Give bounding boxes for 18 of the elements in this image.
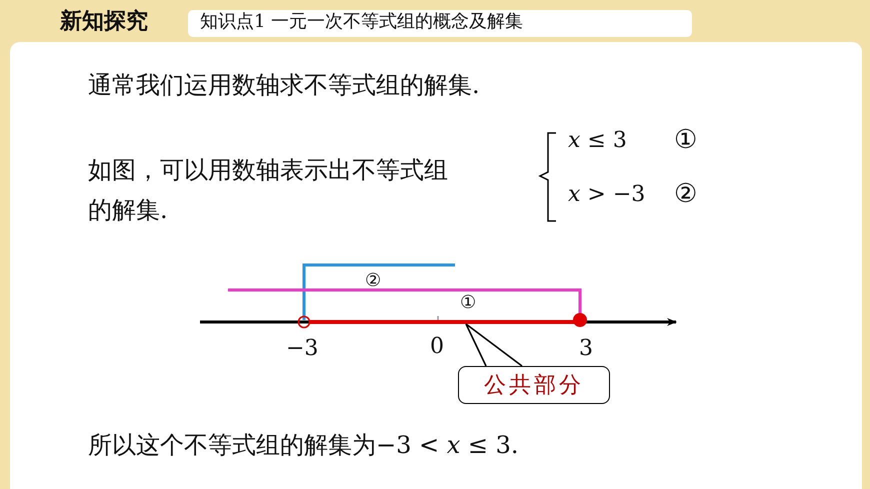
callout-box	[458, 366, 610, 404]
circled-number: ②	[674, 180, 697, 210]
inequality: x > −3	[568, 182, 646, 208]
section-title: 新知探究	[60, 9, 148, 34]
inequality: x ≤ 3	[568, 128, 627, 154]
circled-number: ①	[460, 293, 476, 314]
circled-number: ①	[674, 126, 697, 156]
axis-number: −3	[286, 336, 318, 362]
axis-number: 3	[579, 336, 593, 362]
callout-text: 公共部分	[484, 372, 584, 400]
sentence: 通常我们运用数轴求不等式组的解集.	[88, 72, 480, 100]
axis-number: 0	[430, 334, 444, 360]
sentence: 所以这个不等式组的解集为−3 < x ≤ 3.	[88, 432, 519, 460]
common-segment	[310, 320, 576, 324]
circled-number: ②	[365, 271, 381, 292]
callout-tail	[465, 323, 522, 367]
topic-heading: 知识点1 一元一次不等式组的概念及解集	[200, 12, 524, 33]
sentence: 如图，可以用数轴表示出不等式组的解集.	[88, 155, 449, 226]
